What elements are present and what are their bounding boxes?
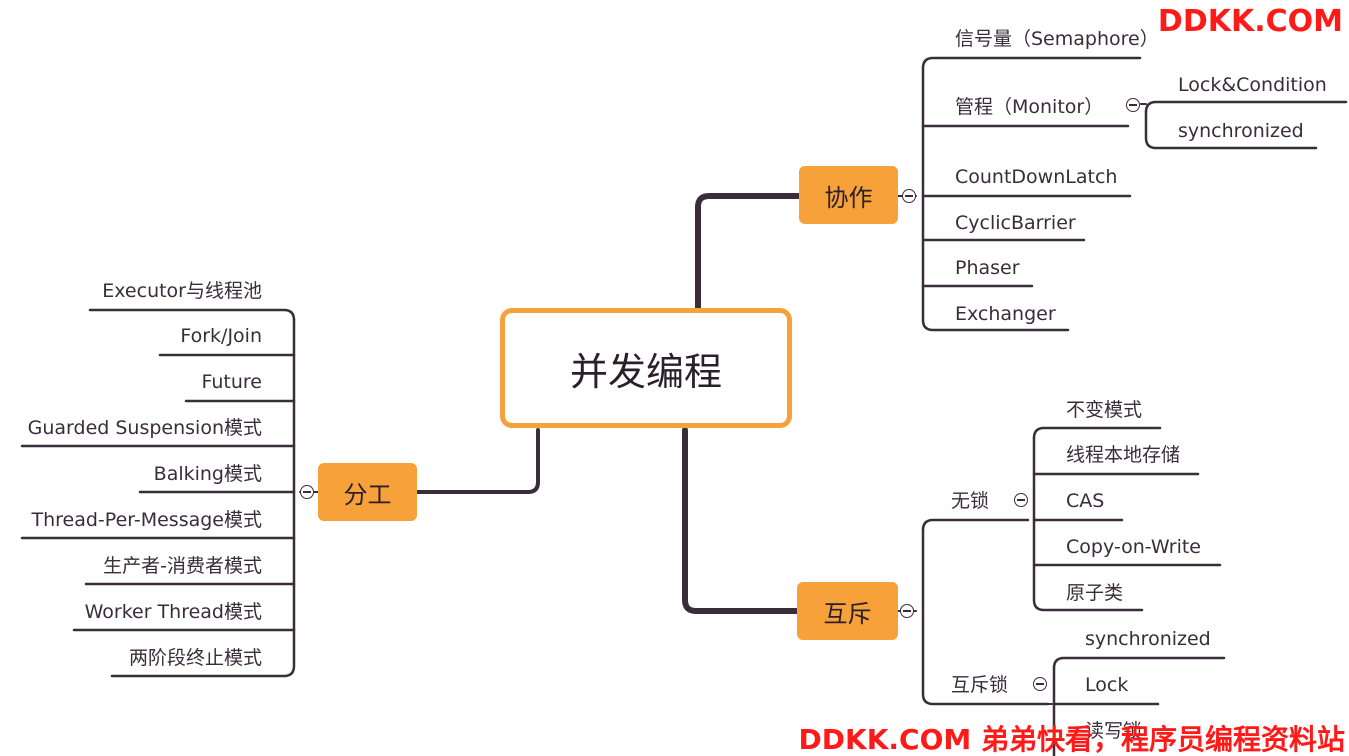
collapse-icon[interactable]	[1033, 677, 1047, 691]
xiezuo-item[interactable]: 信号量（Semaphore）	[955, 28, 1159, 50]
xiezuo-item[interactable]: CountDownLatch	[955, 166, 1118, 188]
branch-xiezuo[interactable]: 协作	[799, 166, 898, 224]
fengong-item[interactable]: Balking模式	[153, 463, 262, 485]
huchisuo-item[interactable]: Lock	[1085, 674, 1129, 696]
collapse-icon[interactable]	[902, 189, 916, 203]
xiezuo-item[interactable]: CyclicBarrier	[955, 212, 1076, 234]
xiezuo-item[interactable]: Exchanger	[955, 303, 1056, 325]
huchisuo-label[interactable]: 互斥锁	[951, 674, 1009, 696]
root-label: 并发编程	[569, 349, 722, 394]
branch-huchi[interactable]: 互斥	[797, 582, 898, 640]
huchisuo-item[interactable]: synchronized	[1085, 628, 1211, 650]
branch-fengong[interactable]: 分工	[318, 463, 417, 521]
root-node[interactable]: 并发编程	[500, 308, 792, 428]
watermark-bottom: DDKK.COM 弟弟快看，程序员编程资料站	[798, 723, 1345, 756]
fengong-item[interactable]: Future	[201, 371, 262, 393]
fengong-item[interactable]: Fork/Join	[180, 325, 262, 347]
fengong-item[interactable]: Worker Thread模式	[84, 601, 262, 623]
branch-fengong-label: 分工	[343, 480, 392, 509]
wusuo-item[interactable]: 不变模式	[1066, 399, 1143, 421]
wusuo-label[interactable]: 无锁	[951, 490, 990, 512]
fengong-item[interactable]: 两阶段终止模式	[128, 647, 262, 669]
wusuo-item[interactable]: Copy-on-Write	[1066, 536, 1201, 558]
xiezuo-item[interactable]: 管程（Monitor）	[955, 96, 1104, 118]
collapse-icon[interactable]	[1014, 493, 1028, 507]
watermark-top: DDKK.COM	[1157, 4, 1343, 39]
branch-huchi-label: 互斥	[823, 599, 872, 628]
collapse-icon[interactable]	[900, 604, 914, 618]
wusuo-item[interactable]: 线程本地存储	[1066, 444, 1181, 466]
monitor-child[interactable]: synchronized	[1178, 120, 1304, 142]
wusuo-item[interactable]: 原子类	[1066, 582, 1124, 604]
monitor-child[interactable]: Lock&Condition	[1178, 74, 1327, 96]
collapse-icon[interactable]	[300, 485, 314, 499]
xiezuo-item[interactable]: Phaser	[955, 257, 1020, 279]
fengong-item[interactable]: Thread-Per-Message模式	[31, 509, 263, 531]
collapse-icon[interactable]	[1126, 98, 1140, 112]
branch-xiezuo-label: 协作	[824, 183, 873, 212]
wusuo-item[interactable]: CAS	[1066, 490, 1105, 512]
fengong-item[interactable]: 生产者-消费者模式	[103, 555, 262, 577]
huchisuo-item[interactable]: 读写锁	[1085, 720, 1143, 742]
fengong-item[interactable]: Executor与线程池	[102, 280, 262, 302]
fengong-item[interactable]: Guarded Suspension模式	[27, 417, 262, 439]
